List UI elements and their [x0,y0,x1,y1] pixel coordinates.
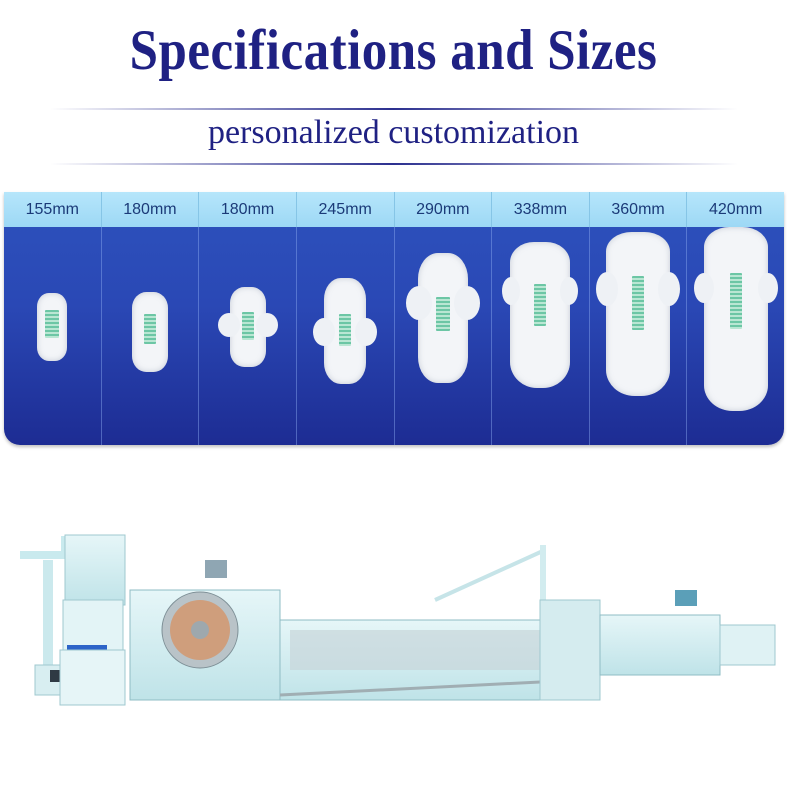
divider-top-left [50,108,393,110]
size-label: 360mm [590,192,688,227]
pad-column [590,227,688,445]
page-subtitle: personalized customization [207,114,580,151]
pad-image-180mm-wing [217,287,278,367]
divider-top-right [393,108,738,110]
pad-column [492,227,590,445]
size-label: 420mm [709,201,763,218]
size-header-row: 155mm 180mm 180mm 245mm 290mm 338mm 360m… [4,192,784,227]
pad-image-155mm [37,293,68,361]
pad-image-290mm [405,253,480,383]
size-label: 338mm [492,192,590,227]
divider-bottom-left [50,163,393,165]
pad-image-338mm [502,242,579,388]
pad-column [687,227,784,445]
pad-column [395,227,493,445]
size-label: 290mm [395,192,493,227]
pad-columns [4,227,784,445]
pad-image-245mm [313,278,378,384]
pad-column [199,227,297,445]
size-label: 155mm [4,192,102,227]
pad-image-180mm-liner [131,292,168,372]
size-label: 180mm [102,192,200,227]
divider-bottom-right [393,163,738,165]
production-line-machine-image [20,534,776,706]
size-comparison-panel: 155mm 180mm 180mm 245mm 290mm 338mm 360m… [4,192,784,445]
pad-column [297,227,395,445]
pad-column [4,227,102,445]
size-label: 245mm [297,192,395,227]
size-label: 180mm [199,192,297,227]
pad-image-360mm [596,232,681,396]
pad-column [102,227,200,445]
pad-image-420mm [693,227,778,411]
page-title: Specifications and Sizes [129,19,658,83]
